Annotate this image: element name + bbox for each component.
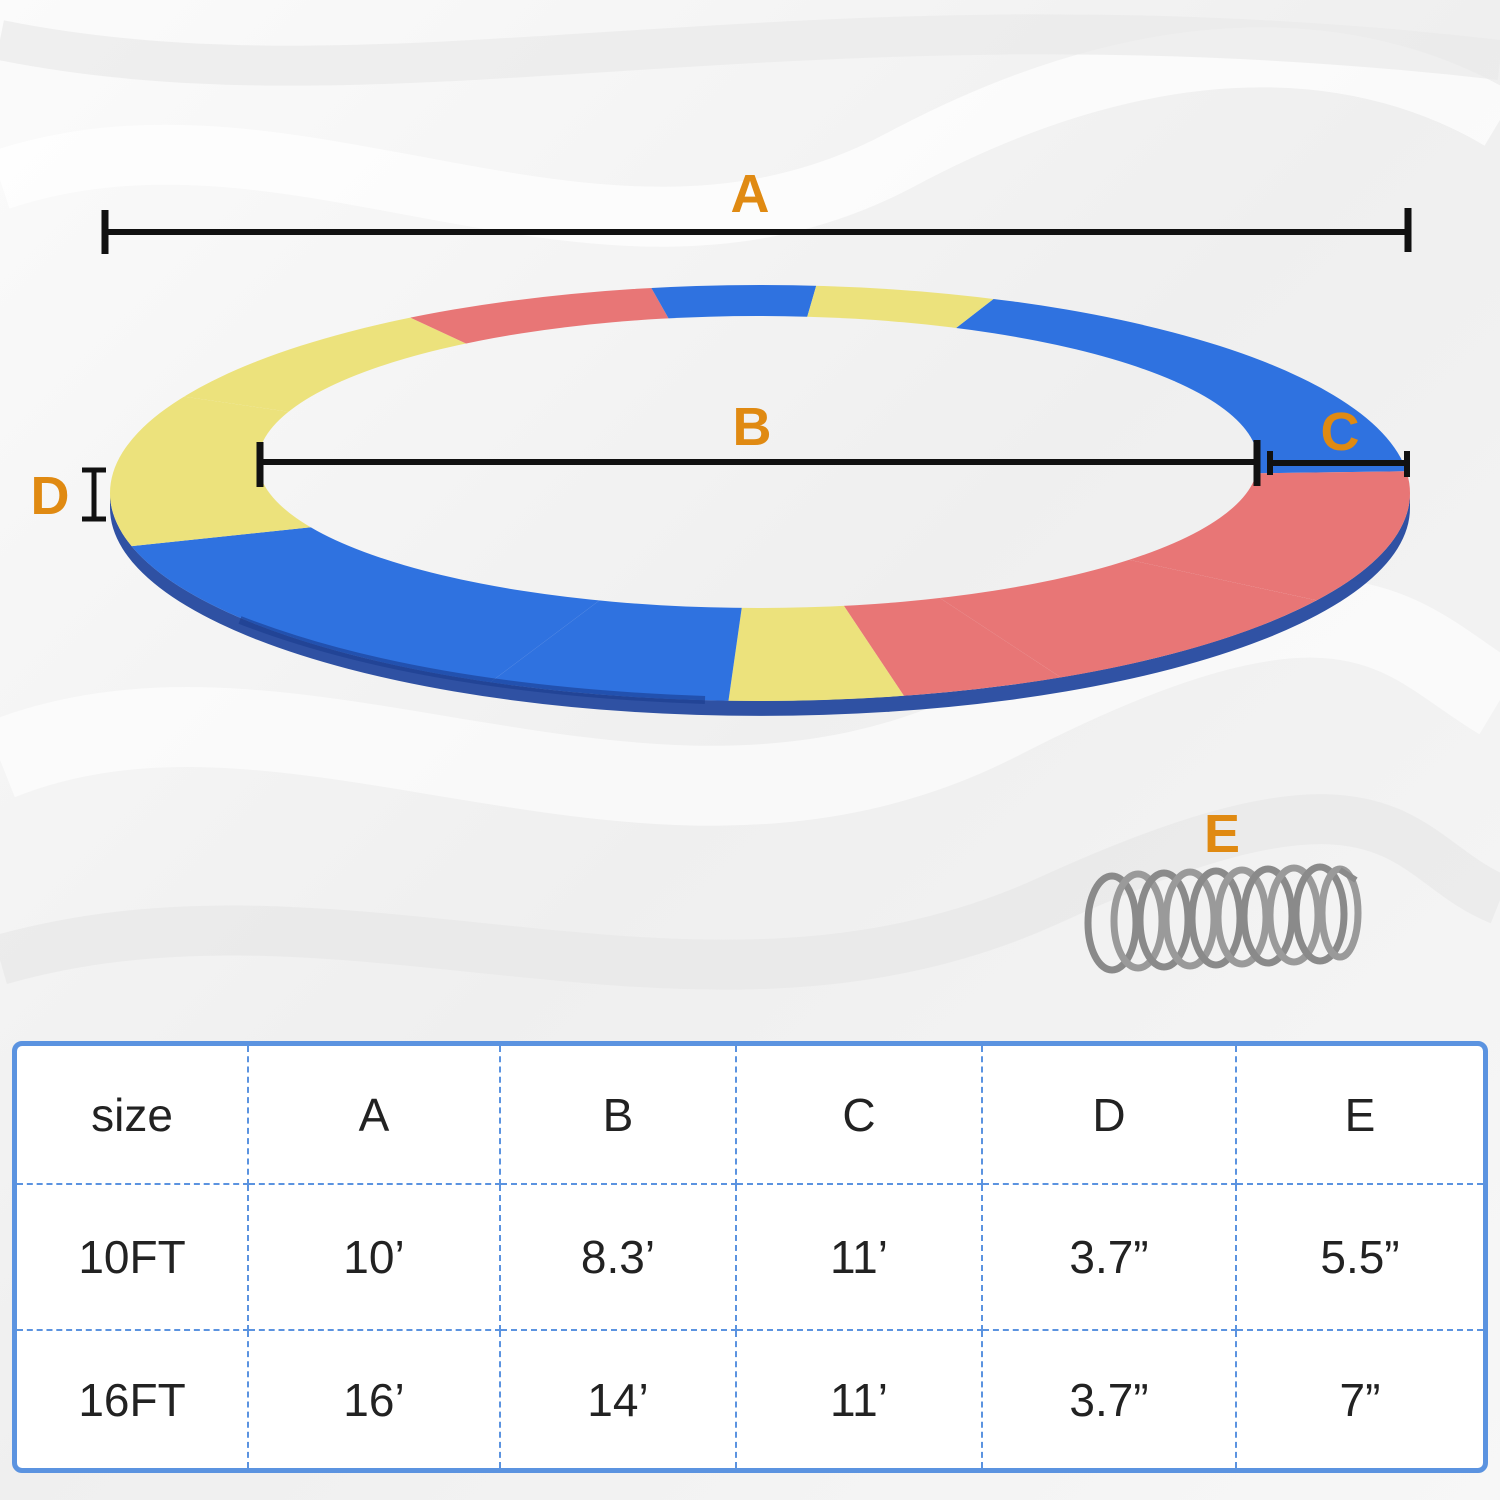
table-row: 10FT 10’ 8.3’ 11’ 3.7” 5.5” bbox=[17, 1185, 1483, 1331]
label-e: E bbox=[1204, 804, 1240, 864]
table-cell: 3.7” bbox=[983, 1331, 1237, 1468]
header-cell: A bbox=[249, 1046, 501, 1185]
dimension-arrow-a bbox=[101, 208, 1412, 254]
dimension-arrow-d bbox=[82, 467, 106, 522]
table-cell: 10FT bbox=[17, 1185, 249, 1331]
table-cell: 10’ bbox=[249, 1185, 501, 1331]
spring-icon bbox=[1084, 863, 1362, 974]
header-cell: B bbox=[501, 1046, 737, 1185]
header-cell: size bbox=[17, 1046, 249, 1185]
dimension-arrow-c bbox=[1267, 451, 1410, 477]
header-cell: E bbox=[1237, 1046, 1483, 1185]
dimension-arrow-b bbox=[256, 440, 1261, 487]
header-cell: D bbox=[983, 1046, 1237, 1185]
label-c: C bbox=[1321, 402, 1360, 462]
table-cell: 11’ bbox=[737, 1185, 983, 1331]
table-cell: 14’ bbox=[501, 1331, 737, 1468]
label-d: D bbox=[31, 466, 70, 526]
table-cell: 7” bbox=[1339, 1373, 1381, 1426]
table-cell: 8.3’ bbox=[501, 1185, 737, 1331]
table-row: 16FT 16’ 14’ 11’ 3.7” 7” bbox=[17, 1331, 1483, 1468]
label-a: A bbox=[731, 164, 770, 224]
label-b: B bbox=[733, 397, 772, 457]
table-cell: 16FT bbox=[17, 1331, 249, 1468]
trampoline-pad-diagram: A B C D E bbox=[0, 100, 1500, 974]
table-cell: 11’ bbox=[737, 1331, 983, 1468]
table-cell: 16’ bbox=[249, 1331, 501, 1468]
table-cell: 3.7” bbox=[983, 1185, 1237, 1331]
table-header-row: size A B C D E bbox=[17, 1046, 1483, 1185]
trampoline-pad-ring bbox=[0, 100, 1500, 900]
table-cell: 5.5” bbox=[1237, 1185, 1483, 1331]
size-spec-table: size A B C D E 10FT 10’ 8.3’ 11’ 3.7” 5.… bbox=[12, 1041, 1488, 1473]
header-cell: C bbox=[737, 1046, 983, 1185]
